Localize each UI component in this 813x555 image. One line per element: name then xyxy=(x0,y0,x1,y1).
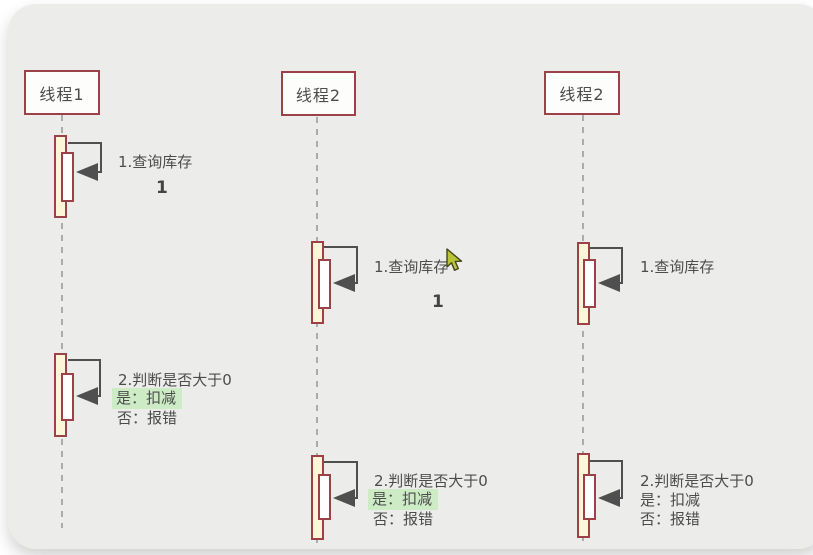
activation-bar-nested xyxy=(61,373,74,421)
actor-box-thread1: 线程1 xyxy=(24,70,100,115)
step2-label: 2.判断是否大于0 xyxy=(118,371,232,389)
step2-no-line: 否：报错 xyxy=(373,510,434,528)
step1-result: 1 xyxy=(156,178,168,198)
diagram-card xyxy=(8,4,813,549)
activation-bar-nested xyxy=(318,474,331,520)
lifeline-thread1 xyxy=(61,115,63,528)
step1-label: 1.查询库存 xyxy=(374,258,449,276)
actor-box-thread2b: 线程2 xyxy=(544,71,620,115)
lifeline-thread2a xyxy=(316,117,318,548)
step2-yes-line: 是：扣减 xyxy=(368,489,439,510)
step1-label: 1.查询库存 xyxy=(640,258,715,276)
actor-label: 线程2 xyxy=(559,85,605,104)
activation-bar-nested xyxy=(583,259,596,308)
step2-no-line: 否：报错 xyxy=(640,510,701,528)
actor-box-thread2a: 线程2 xyxy=(281,71,356,116)
step2-yes-line: 是：扣减 xyxy=(640,491,701,509)
lifeline-thread2b xyxy=(582,115,584,547)
actor-label: 线程1 xyxy=(39,84,85,104)
step1-label: 1.查询库存 xyxy=(118,153,193,171)
activation-bar-nested xyxy=(318,259,331,309)
activation-bar-nested xyxy=(583,474,596,520)
step2-label: 2.判断是否大于0 xyxy=(640,472,754,490)
step2-no-line: 否：报错 xyxy=(117,409,178,427)
actor-label: 线程2 xyxy=(295,85,342,105)
step2-yes-line: 是：扣减 xyxy=(112,388,183,409)
step1-result: 1 xyxy=(432,292,444,312)
activation-bar-nested xyxy=(61,152,74,202)
step2-label: 2.判断是否大于0 xyxy=(374,472,488,490)
